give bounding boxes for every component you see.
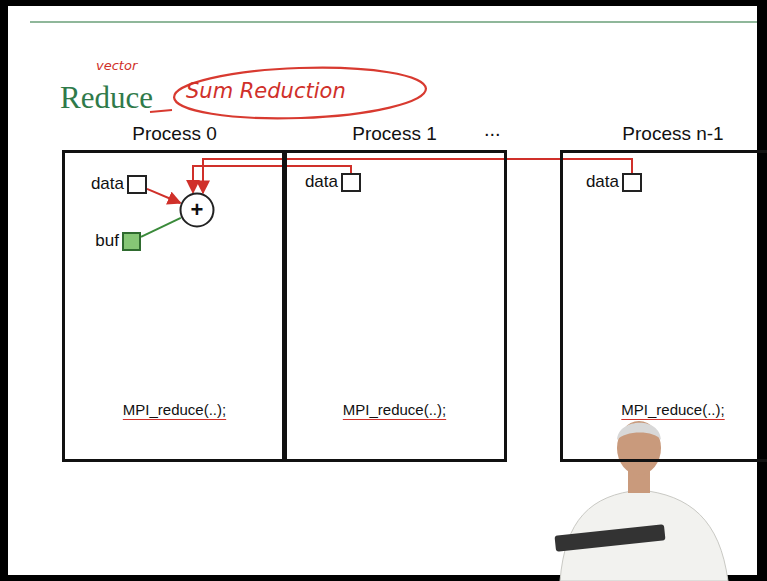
node-label: buf	[95, 231, 119, 251]
buffer-cell: buf	[122, 232, 141, 251]
handwritten-note: Sum Reduction	[186, 79, 346, 103]
data-cell: data	[622, 173, 642, 192]
sum-operator: +	[179, 192, 215, 228]
reduce-arrow	[203, 159, 632, 193]
reduce-arrow	[147, 189, 180, 203]
slide-title: Reduce	[60, 80, 153, 116]
node-label: data	[91, 174, 124, 194]
result-line	[141, 218, 181, 237]
node-label: data	[586, 172, 619, 192]
process-heading: Process 0	[45, 123, 304, 145]
reduce-arrow	[193, 166, 351, 193]
call-text: MPI_reduce(..);	[65, 401, 284, 418]
annotation-ellipse	[173, 64, 427, 123]
ellipsis-mark: ...	[484, 118, 501, 141]
process-heading: Process 1	[265, 123, 524, 145]
presenter-figure	[554, 421, 728, 581]
handwritten-note: vector	[96, 58, 137, 73]
process-heading: Process n-1	[543, 123, 767, 145]
call-text: MPI_reduce(..);	[285, 401, 504, 418]
process-box: Process 1MPI_reduce(..);data	[282, 150, 507, 462]
call-text: MPI_reduce(..);	[563, 401, 767, 418]
node-label: +	[179, 199, 215, 221]
top-rule	[30, 21, 757, 23]
data-cell: data	[341, 173, 361, 192]
node-label: data	[305, 172, 338, 192]
process-box: Process n-1MPI_reduce(..);data	[560, 150, 767, 462]
process-box: Process 0MPI_reduce(..);data+buf	[62, 150, 287, 462]
data-cell: data	[127, 175, 147, 194]
annotation-underline	[150, 110, 172, 112]
